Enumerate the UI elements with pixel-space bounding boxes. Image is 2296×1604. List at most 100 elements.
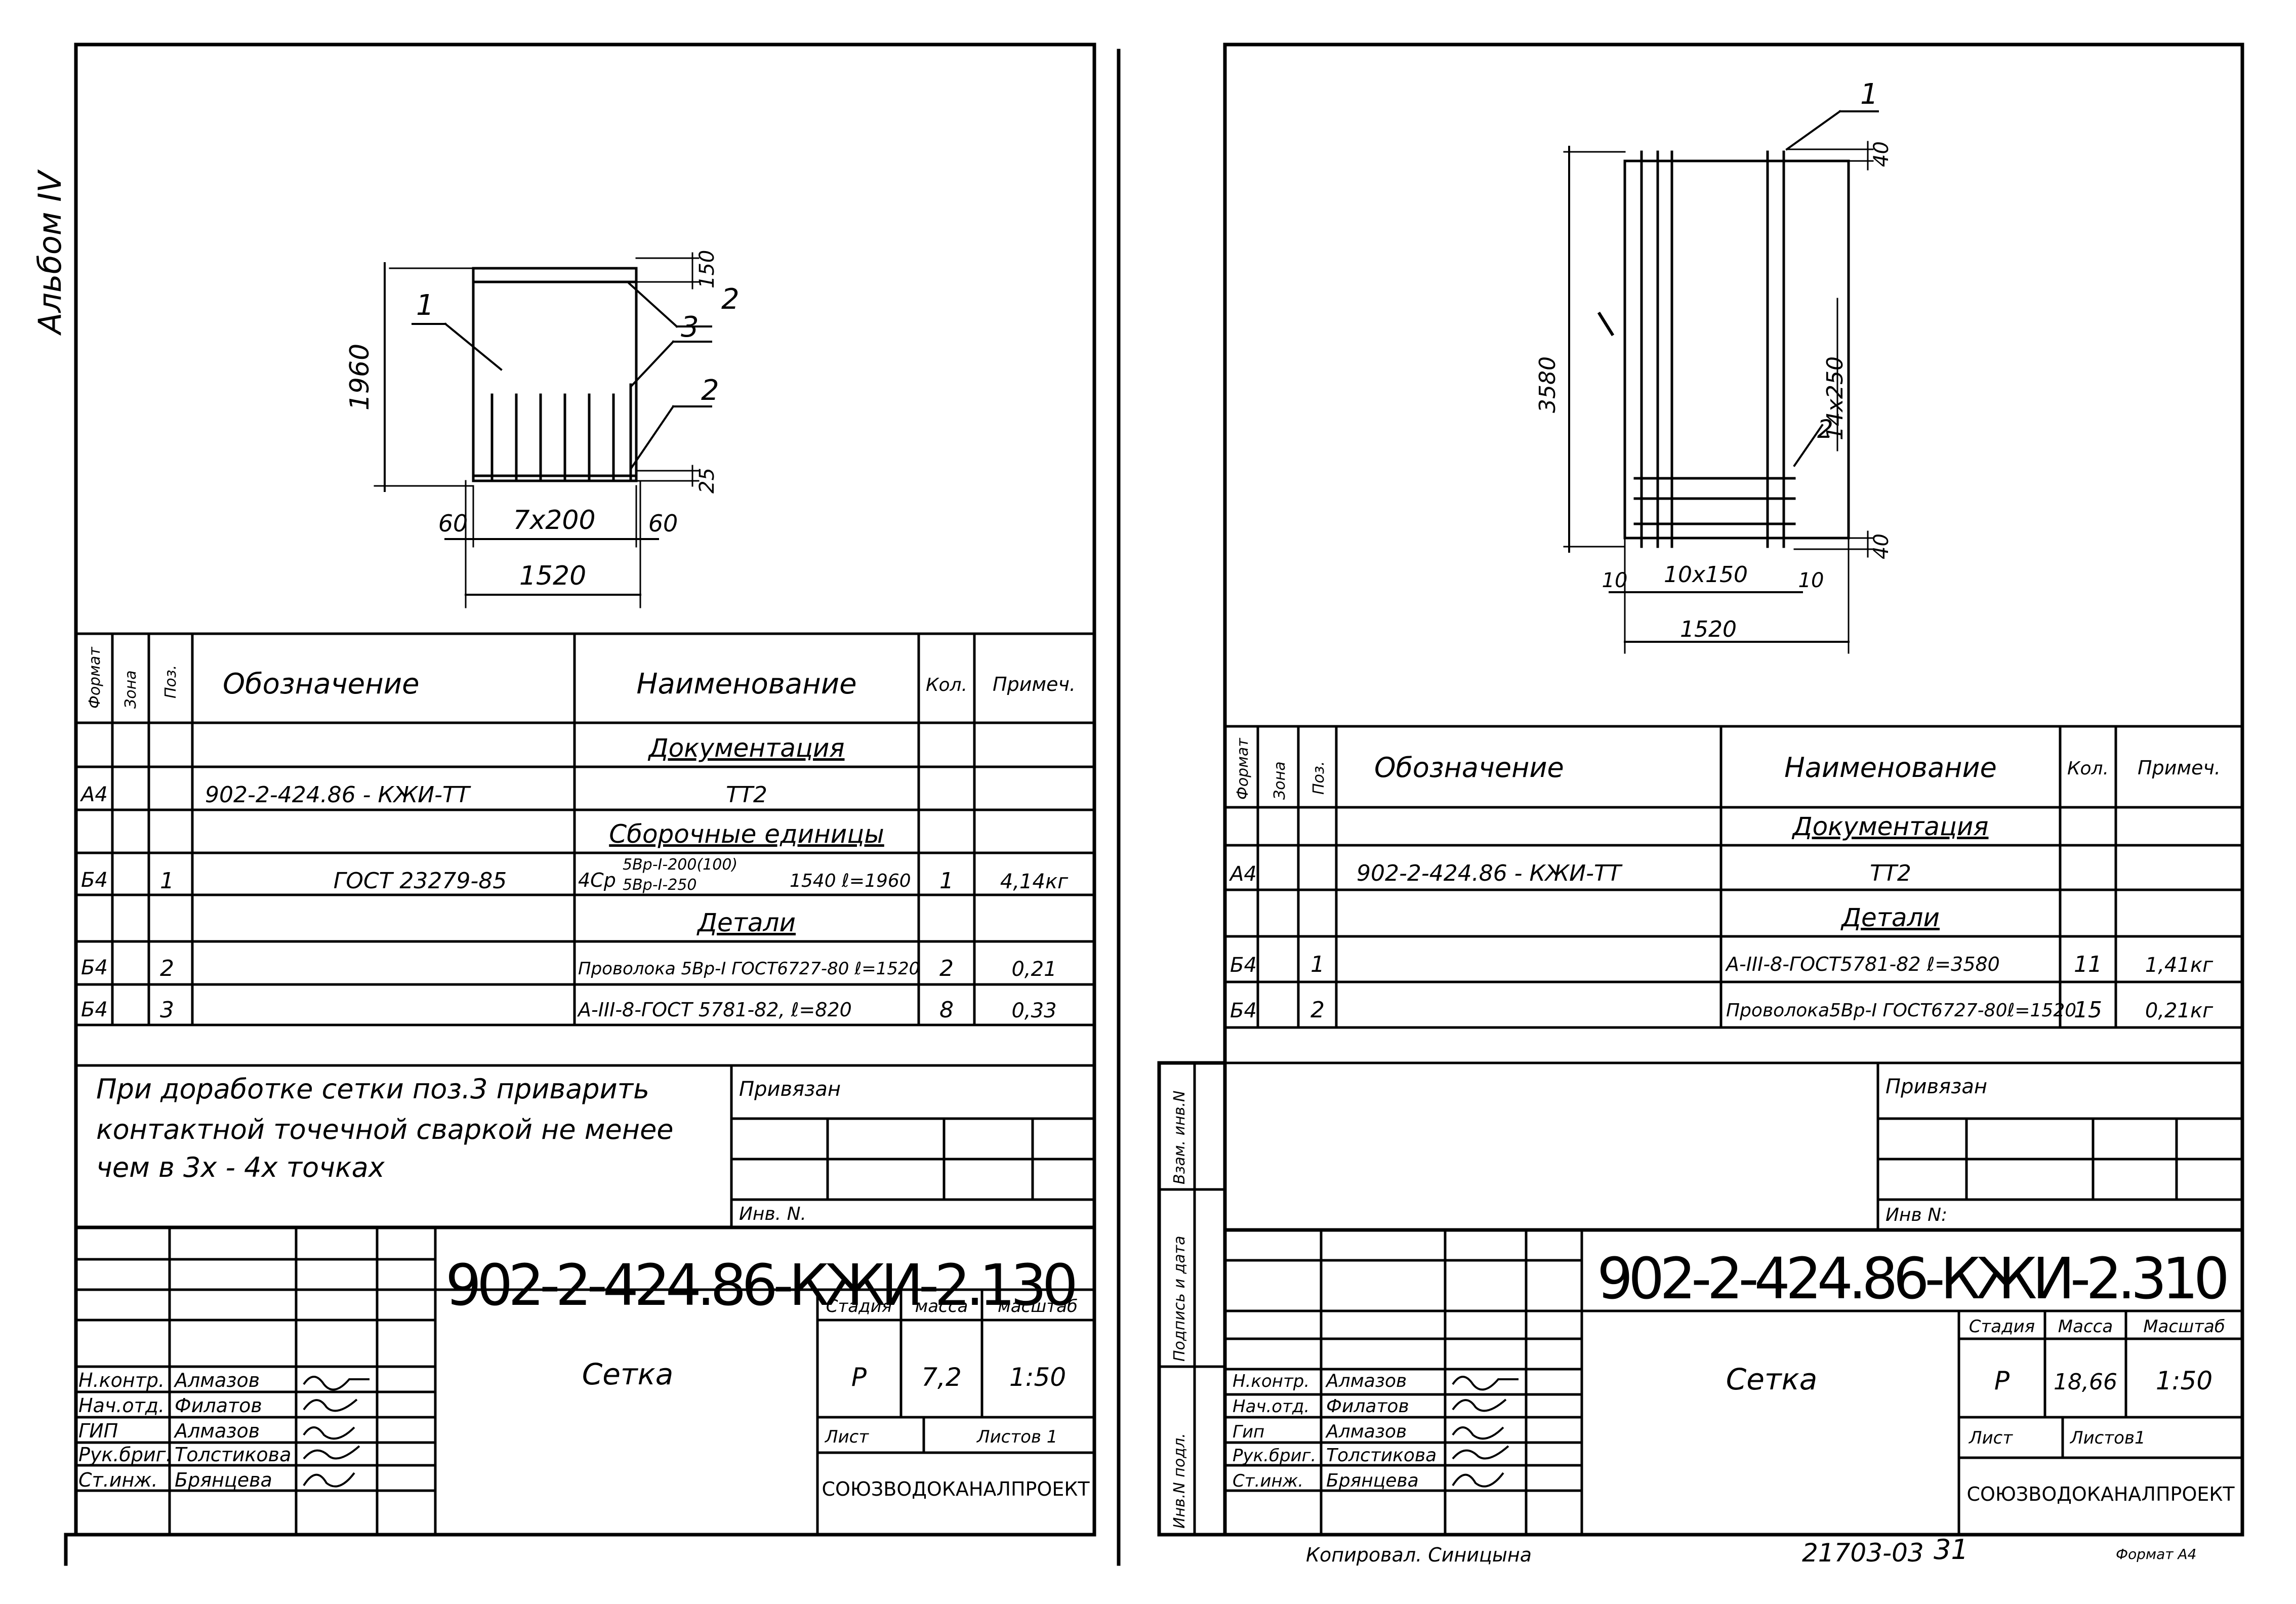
r-row2-format: Б4	[1230, 954, 1257, 977]
section-assembly: Сборочные единицы	[609, 819, 884, 849]
footer: Копировал. Синицына 21703-03 31 Формат А…	[1306, 1534, 2196, 1568]
r-row3-note: 0,21кг	[2145, 999, 2213, 1022]
r-col-designation: Обозначение	[1374, 752, 1564, 784]
r-scale-value: 1:50	[2156, 1366, 2212, 1395]
row2-name-den: 5Вр-I-250	[623, 876, 696, 894]
person-role-2: Нач.отд.	[78, 1394, 165, 1417]
r-person-role-4: Рук.бриг.	[1233, 1446, 1316, 1466]
row2-name-a: 4Ср	[578, 869, 616, 891]
row4-note: 0,33	[1011, 999, 1056, 1022]
stage-header: Стадия	[826, 1296, 892, 1317]
scale-header: масштаб	[998, 1296, 1078, 1317]
col-designation: Обозначение	[223, 668, 420, 701]
left-bound-block	[74, 1064, 1096, 1229]
right-side-stamp	[1158, 1061, 1226, 1536]
row3-qty: 2	[939, 956, 954, 981]
r-drawing-title: Сетка	[1726, 1362, 1818, 1396]
left-note: При доработке сетки поз.3 приварить конт…	[96, 1073, 841, 1224]
dim-height: 1960	[345, 344, 375, 410]
callout-2b: 2	[701, 374, 719, 407]
right-dim-labels: 3580 40 40 14x250 10 10x150 10 1520 1 2	[1535, 78, 1893, 642]
r-row2-note: 1,41кг	[2145, 954, 2213, 977]
right-sheet-frame	[1117, 43, 2244, 1566]
footer-format: Формат А4	[2116, 1546, 2196, 1562]
col-format: Формат	[86, 646, 104, 709]
right-table-header: Формат Зона Поз. Обозначение Наименовани…	[1234, 737, 2221, 800]
right-table-body: Документация А4 902-2-424.86 - КЖИ-ТТ ТТ…	[1228, 812, 2213, 1023]
r-bound-label: Привязан	[1885, 1075, 1987, 1098]
dim-span: 7x200	[513, 505, 595, 536]
row1-designation: 902-2-424.86 - КЖИ-ТТ	[205, 782, 471, 808]
r-inv-label: Инв N:	[1885, 1205, 1947, 1225]
dim-width: 1520	[519, 561, 586, 591]
right-mesh-plan	[1563, 110, 1879, 654]
r-mass-header: Масса	[2058, 1317, 2113, 1337]
left-title-block	[74, 1226, 1096, 1536]
mass-header: масса	[915, 1296, 968, 1317]
r-person-name-2: Филатов	[1326, 1396, 1409, 1417]
r-dim-bottom: 40	[1870, 533, 1893, 559]
drawing-code: 902-2-424.86-КЖИ-2.130	[445, 1253, 1078, 1319]
row3-format: Б4	[81, 956, 108, 979]
col-pos: Поз.	[162, 665, 180, 698]
r-dim-span: 10x150	[1664, 562, 1748, 588]
person-name-4: Толстикова	[175, 1444, 291, 1466]
r-row3-format: Б4	[1230, 999, 1257, 1022]
footer-copied: Копировал. Синицына	[1306, 1544, 1532, 1566]
section-docs: Документация	[648, 733, 845, 763]
col-name: Наименование	[636, 668, 856, 701]
drawing-title: Сетка	[582, 1357, 674, 1391]
r-row3-pos: 2	[1310, 997, 1325, 1023]
dim-bottom: 25	[695, 468, 719, 493]
r-col-zone: Зона	[1271, 761, 1289, 800]
callout-2a: 2	[721, 283, 740, 316]
r-row1-name: ТТ2	[1870, 860, 1911, 886]
r-dim-height: 3580	[1535, 356, 1561, 413]
r-callout-2: 2	[1817, 415, 1833, 444]
row4-pos: 3	[160, 997, 174, 1023]
row3-note: 0,21	[1011, 958, 1056, 981]
person-role-3: ГИП	[78, 1420, 118, 1442]
r-drawing-code: 902-2-424.86-КЖИ-2.310	[1597, 1246, 2230, 1312]
org-name: СОЮЗВОДОКАНАЛПРОЕКТ	[822, 1478, 1090, 1500]
r-person-role-3: Гип	[1233, 1422, 1264, 1442]
r-sheets-label: Листов1	[2069, 1428, 2146, 1448]
r-dim-width: 1520	[1680, 616, 1737, 642]
col-note: Примеч.	[993, 673, 1076, 695]
row2-qty: 1	[939, 868, 954, 894]
person-name-2: Филатов	[175, 1394, 262, 1417]
inv-label: Инв. N.	[739, 1204, 806, 1224]
col-qty: Кол.	[926, 675, 967, 695]
left-table-header: Формат Зона Поз. Обозначение Наименовани…	[86, 646, 1076, 709]
row1-name: ТТ2	[726, 782, 767, 808]
left-title-texts: 902-2-424.86-КЖИ-2.130 Сетка Стадия масс…	[78, 1253, 1090, 1500]
r-section-docs: Документация	[1792, 812, 1989, 841]
row3-pos: 2	[160, 956, 174, 981]
r-person-role-2: Нач.отд.	[1233, 1396, 1309, 1417]
stage-value: Р	[851, 1363, 867, 1392]
row2-designation: ГОСТ 23279-85	[334, 868, 507, 894]
person-role-5: Ст.инж.	[78, 1469, 158, 1491]
person-name-1: Алмазов	[173, 1369, 260, 1391]
left-mesh-plan	[374, 252, 712, 608]
note-line-1: При доработке сетки поз.3 приварить	[96, 1073, 649, 1105]
callout-3: 3	[681, 311, 699, 344]
r-col-qty: Кол.	[2067, 758, 2109, 779]
r-sheet-label: Лист	[1968, 1428, 2013, 1448]
dim-top: 150	[695, 250, 719, 289]
r-dim-spacing: 14x250	[1822, 356, 1848, 440]
right-signatures	[1452, 1376, 1519, 1488]
person-role-4: Рук.бриг.	[78, 1444, 172, 1466]
side-label-2: Подпись и дата	[1171, 1236, 1188, 1362]
r-col-name: Наименование	[1784, 752, 1997, 784]
r-row2-name: А-III-8-ГОСТ5781-82 ℓ=3580	[1725, 953, 2000, 975]
row4-name: А-III-8-ГОСТ 5781-82, ℓ=820	[577, 999, 852, 1021]
row2-pos: 1	[160, 868, 174, 894]
footer-page: 31	[1934, 1534, 1969, 1566]
section-details: Детали	[696, 908, 796, 937]
r-person-name-3: Алмазов	[1325, 1421, 1407, 1442]
r-stage-header: Стадия	[1969, 1317, 2035, 1337]
dim-right: 60	[648, 510, 678, 537]
left-table-body: Документация А4 902-2-424.86 - КЖИ-ТТ ТТ…	[79, 733, 1069, 1023]
